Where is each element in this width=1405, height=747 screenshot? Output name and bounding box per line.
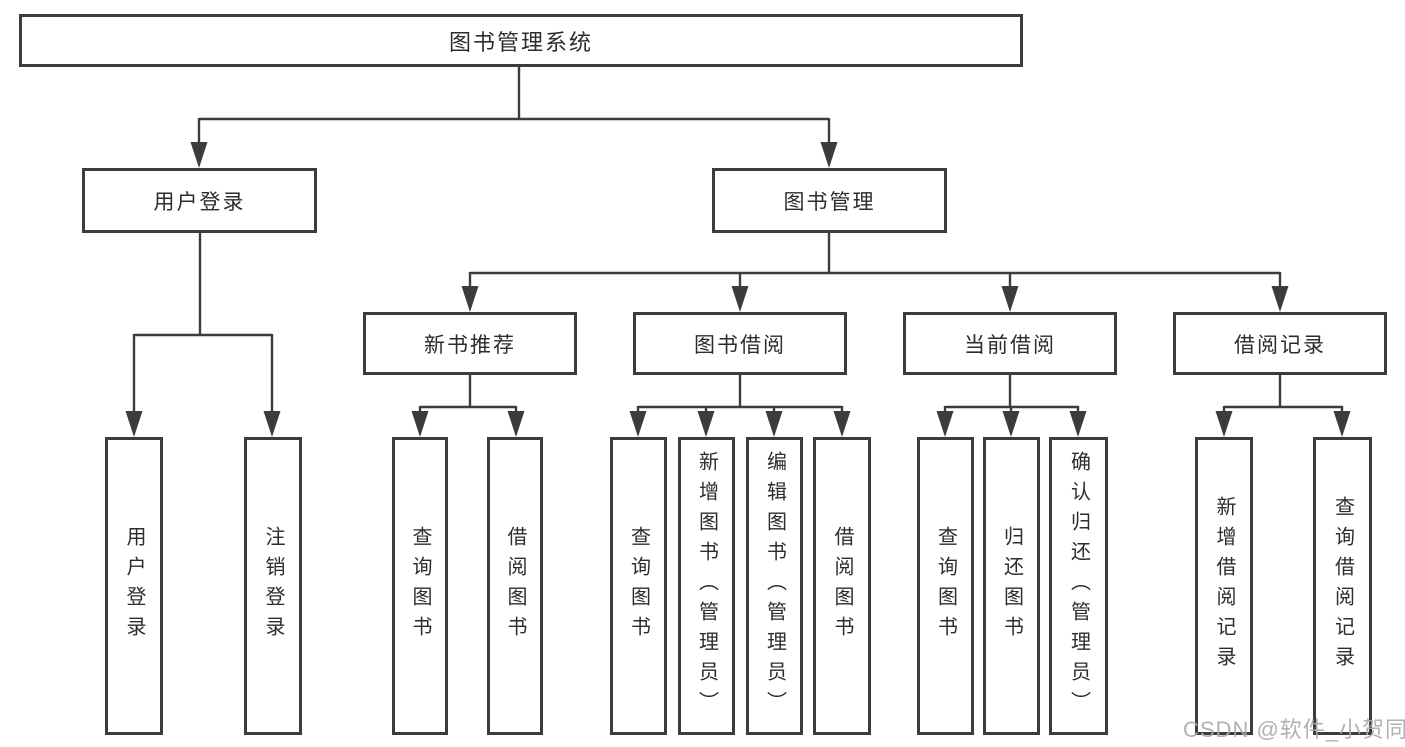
node-current-borrow-label: 当前借阅 xyxy=(964,333,1056,357)
leaf-borrow-books-recommend: 借阅图书 xyxy=(487,437,543,735)
node-user-login-label: 用户登录 xyxy=(153,190,246,214)
leaf-confirm-return-admin-label: 确认归还（管理员） xyxy=(1067,451,1090,721)
leaf-query-borrow-record-label: 查询借阅记录 xyxy=(1331,496,1354,676)
leaf-query-books-borrow: 查询图书 xyxy=(610,437,667,735)
leaf-edit-book-admin-label: 编辑图书（管理员） xyxy=(763,451,786,721)
node-library-management-system: 图书管理系统 xyxy=(19,14,1023,67)
node-current-borrow: 当前借阅 xyxy=(903,312,1117,375)
node-new-book-recommend-label: 新书推荐 xyxy=(424,333,516,357)
node-book-borrow-label: 图书借阅 xyxy=(694,333,786,357)
leaf-query-books-recommend: 查询图书 xyxy=(392,437,448,735)
leaf-query-books-recommend-label: 查询图书 xyxy=(409,526,431,646)
leaf-query-books-borrow-label: 查询图书 xyxy=(627,526,650,646)
leaf-add-book-admin-label: 新增图书（管理员） xyxy=(695,451,718,721)
node-book-borrow: 图书借阅 xyxy=(633,312,847,375)
leaf-logout-login-label: 注销登录 xyxy=(262,526,284,646)
leaf-borrow-books-recommend-label: 借阅图书 xyxy=(504,526,526,646)
leaf-edit-book-admin: 编辑图书（管理员） xyxy=(746,437,803,735)
leaf-user-login: 用户登录 xyxy=(105,437,163,735)
node-book-management-label: 图书管理 xyxy=(783,190,876,214)
node-new-book-recommend: 新书推荐 xyxy=(363,312,577,375)
node-borrow-record: 借阅记录 xyxy=(1173,312,1387,375)
node-book-management: 图书管理 xyxy=(712,168,947,233)
leaf-query-books-current: 查询图书 xyxy=(917,437,974,735)
leaf-add-borrow-record-label: 新增借阅记录 xyxy=(1213,496,1235,676)
leaf-confirm-return-admin: 确认归还（管理员） xyxy=(1049,437,1108,735)
leaf-return-books-label: 归还图书 xyxy=(1000,526,1023,646)
leaf-borrow-books-label: 借阅图书 xyxy=(831,526,853,646)
leaf-return-books: 归还图书 xyxy=(983,437,1040,735)
leaf-query-books-current-label: 查询图书 xyxy=(934,526,957,646)
leaf-borrow-books: 借阅图书 xyxy=(813,437,871,735)
csdn-watermark: CSDN @软件_小贺同学 xyxy=(1183,717,1405,742)
leaf-query-borrow-record: 查询借阅记录 xyxy=(1313,437,1372,735)
leaf-add-borrow-record: 新增借阅记录 xyxy=(1195,437,1253,735)
node-borrow-record-label: 借阅记录 xyxy=(1234,333,1326,357)
leaf-user-login-label: 用户登录 xyxy=(123,526,145,646)
leaf-add-book-admin: 新增图书（管理员） xyxy=(678,437,735,735)
node-user-login: 用户登录 xyxy=(82,168,317,233)
leaf-logout-login: 注销登录 xyxy=(244,437,302,735)
node-library-management-system-label: 图书管理系统 xyxy=(448,29,593,55)
